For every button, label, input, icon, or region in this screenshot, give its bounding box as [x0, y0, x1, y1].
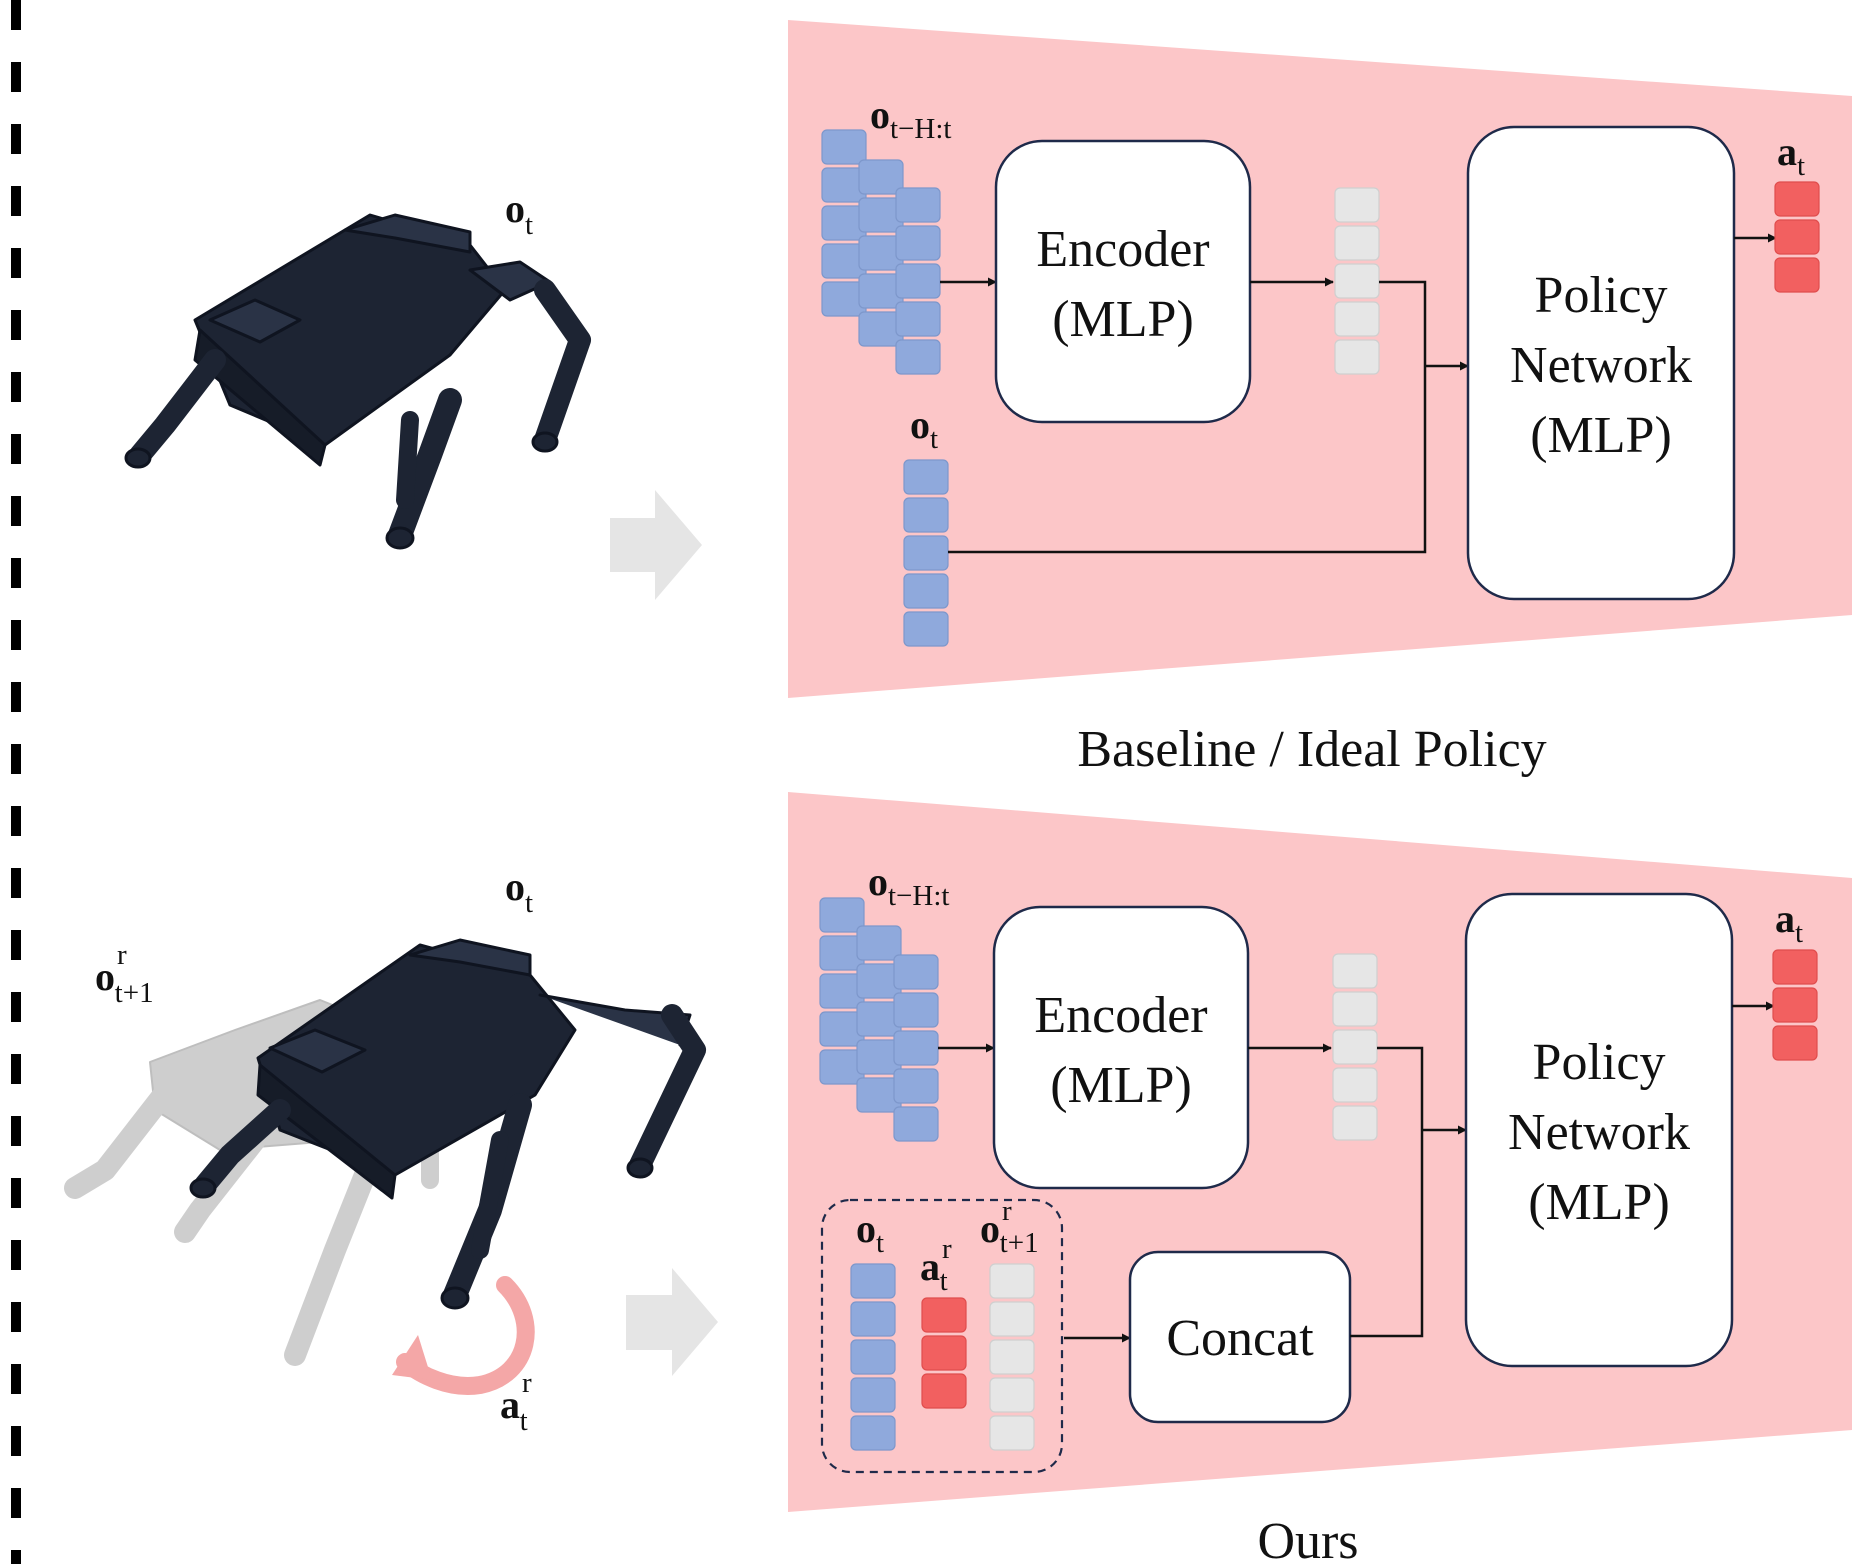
encoder-subtitle: (MLP)	[1052, 291, 1194, 348]
robot-observation-label: ot	[505, 186, 533, 241]
ours-caption: Ours	[1257, 1513, 1358, 1564]
baseline-action-stack	[1774, 181, 1820, 293]
ours-latent-stack	[1332, 953, 1378, 1141]
policy-network-box: Policy Network (MLP)	[1466, 125, 1736, 601]
baseline-caption: Baseline / Ideal Policy	[1077, 721, 1546, 778]
policy-title: Policy	[1535, 267, 1668, 324]
concat-title: Concat	[1166, 1310, 1314, 1367]
concat-box: Concat	[1128, 1250, 1352, 1424]
policy-title-2: Network	[1508, 1104, 1690, 1161]
policy-subtitle: (MLP)	[1530, 407, 1672, 464]
encoder-title: Encoder	[1036, 221, 1209, 278]
policy-network-box: Policy Network (MLP)	[1464, 892, 1734, 1368]
robot-observation-label: ot	[505, 864, 533, 919]
ours-action-stack	[1772, 949, 1818, 1061]
history-observation-label: ot−H:t	[868, 859, 949, 912]
policy-title: Policy	[1533, 1034, 1666, 1091]
right-arrow-icon	[610, 490, 702, 600]
policy-title-2: Network	[1510, 337, 1692, 394]
action-label: at	[1775, 896, 1803, 949]
baseline-latent-stack	[1334, 187, 1380, 375]
baseline-current-observation-stack	[903, 459, 949, 647]
quadruped-robot-icon	[124, 213, 591, 550]
right-arrow-icon	[626, 1268, 718, 1376]
current-observation-label: ot	[910, 402, 938, 455]
encoder-box: Encoder (MLP)	[992, 905, 1250, 1190]
quadruped-robot-icon	[189, 938, 706, 1310]
history-observation-label: ot−H:t	[870, 92, 951, 145]
group-observation-label: ot	[856, 1206, 884, 1259]
baseline-robot-illustration: ot	[124, 186, 591, 550]
encoder-title: Encoder	[1034, 987, 1207, 1044]
encoder-box: Encoder (MLP)	[994, 139, 1252, 424]
action-label: at	[1777, 129, 1805, 182]
encoder-subtitle: (MLP)	[1050, 1057, 1192, 1114]
policy-subtitle: (MLP)	[1528, 1174, 1670, 1231]
